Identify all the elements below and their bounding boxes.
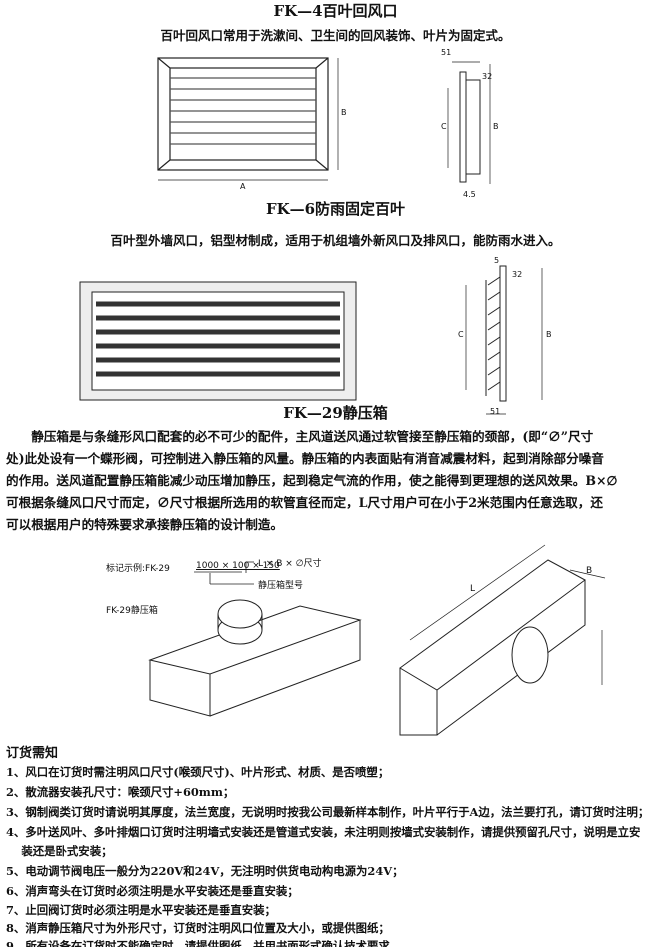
fk29-para-1: 静压箱是与条缝形风口配套的必不可少的配件，主风道送风通过软管接至静压箱的颈部，(… <box>6 429 594 444</box>
dim-32: 32 <box>482 72 493 81</box>
dim-51: 51 <box>441 48 452 57</box>
fk29-para-5: 可以根据用户的特殊要求承接静压箱的设计制造。 <box>6 517 284 532</box>
fk4-title: FK—4百叶回风口 <box>273 2 398 20</box>
fk6-desc: 百叶型外墙风口，铝型材制成，适用于机组墙外新风口及排风口，能防雨水进入。 <box>110 233 561 248</box>
fk29-para-3: 的作用。送风道配置静压箱能减少动压增加静压，起到稳定气流的作用，使之能得到更理想… <box>6 473 618 488</box>
dim-c: C <box>458 330 464 339</box>
note-item: 3、钢制阀类订货时请说明其厚度，法兰宽度，无说明时按我公司最新样本制作，叶片平行… <box>6 805 650 819</box>
note-item: 9、所有设备在订货时不能确定时，请提供图纸，并用书面形式确认技术要求。 <box>6 939 402 947</box>
marking-label: 标记示例:FK-29 <box>106 564 170 574</box>
note-item: 4、多叶送风叶、多叶排烟口订货时注明墙式安装还是管道式安装，未注明则按墙式安装制… <box>6 825 641 839</box>
dim-b-side: B <box>493 122 499 131</box>
fk4-side-view <box>447 61 491 184</box>
fk6-title: FK—6防雨固定百叶 <box>265 200 406 218</box>
fk4-front-view <box>157 57 339 181</box>
note-item: 5、电动调节阀电压一般分为220V和24V，无注明时供货电动构电源为24V； <box>6 864 404 878</box>
note-item: 6、消声弯头在订货时必须注明是水平安装还是垂直安装； <box>6 884 299 898</box>
dim-a: A <box>240 182 246 191</box>
fk6-louver-front <box>79 281 357 401</box>
marking-model: 静压箱型号 <box>258 581 304 591</box>
fk29-para-2: 处)此处设有一个蝶形阀，可控制进入静压箱的风量。静压箱的内表面贴有消音减震材料，… <box>6 451 604 466</box>
marking-dims: L × B × ∅尺寸 <box>258 559 322 569</box>
box-label: FK-29静压箱 <box>106 606 158 616</box>
note-item: 装还是卧式安装； <box>6 844 113 858</box>
dim-b: B <box>341 108 347 117</box>
fk29-title: FK—29静压箱 <box>283 404 388 422</box>
marking-leaders <box>194 561 254 585</box>
note-item: 2、散流器安装孔尺寸：喉颈尺寸+60mm； <box>6 785 235 799</box>
dim-32: 32 <box>512 270 523 279</box>
dim-b: B <box>586 566 593 576</box>
dim-51: 51 <box>490 407 501 416</box>
dim-4-5: 4.5 <box>463 190 476 199</box>
note-item: 7、止回阀订货时必须注明是水平安装还是垂直安装； <box>6 903 276 917</box>
fk6-side-view <box>465 265 543 415</box>
note-item: 8、消声静压箱尺寸为外形尺寸，订货时注明风口位置及大小，或提供图纸； <box>6 921 390 935</box>
dim-c: C <box>441 122 447 131</box>
notes-title: 订货需知 <box>6 746 59 761</box>
fk29-para-4: 可根据条缝风口尺寸而定，∅尺寸根据所选用的软管直径而定，L尺寸用户可在小于2米范… <box>6 495 603 510</box>
fk4-desc: 百叶回风口常用于洗漱间、卫生间的回风装饰、叶片为固定式。 <box>160 28 511 43</box>
dim-5: 5 <box>494 256 500 265</box>
dim-l: L <box>470 584 476 594</box>
dim-b: B <box>546 330 552 339</box>
marking-value: 1000 × 100 × 150 <box>196 561 280 571</box>
note-item: 1、风口在订货时需注明风口尺寸(喉颈尺寸)、叶片形式、材质、是否喷塑； <box>6 765 390 779</box>
fk29-box-left <box>148 599 362 717</box>
fk29-box-right <box>399 544 606 736</box>
